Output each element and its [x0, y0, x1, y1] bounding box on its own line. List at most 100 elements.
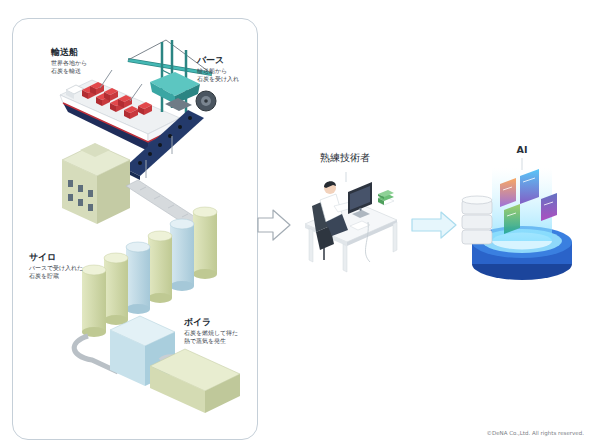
- expert-illustration-part: [365, 222, 370, 262]
- flow-arrow: [412, 212, 456, 238]
- silo-illustration-part: [148, 231, 172, 241]
- expert-illustration-part: [350, 221, 370, 230]
- expert-illustration-part: [346, 172, 347, 182]
- silo-illustration-part: [82, 270, 106, 332]
- ai-illustration-part: [462, 196, 492, 204]
- ai-node: AI: [456, 168, 575, 282]
- flow-arrow: [258, 210, 290, 240]
- ship-illustration-part: [130, 84, 142, 101]
- ship-illustration-part: [104, 88, 118, 101]
- coal-conveyor: [124, 110, 204, 180]
- ship-illustration-part: [138, 102, 152, 115]
- coal-conveyor-part: [138, 161, 142, 165]
- ai-illustration-part: [503, 187, 512, 190]
- silo-conveyor-part: [140, 187, 146, 190]
- expert-illustration-part: [326, 214, 348, 236]
- transfer-building-part: [62, 160, 97, 224]
- transfer-building-part: [68, 180, 73, 187]
- expert-illustration-part: [348, 182, 372, 214]
- ai-illustration-part: [523, 178, 535, 182]
- expert-illustration-part: [350, 186, 370, 210]
- part-note: 世界各地から 石炭を輸送: [51, 59, 93, 75]
- ship-illustration-part: [66, 90, 74, 99]
- silo-conveyor-part: [154, 196, 160, 199]
- node-heading: AI: [466, 144, 578, 156]
- ai-illustration-part: [462, 230, 492, 244]
- silo-conveyor-part: [182, 214, 188, 217]
- copyright-note: ©DeNA Co.,Ltd. All rights reserved.: [486, 430, 584, 437]
- silo-illustration-part: [104, 258, 128, 320]
- part-note: 石炭を燃焼して得た 熱で蒸気を発生: [184, 329, 242, 345]
- expert-illustration-part: [347, 220, 397, 246]
- transfer-building-part: [78, 199, 83, 206]
- ai-illustration-part: [504, 204, 520, 234]
- transfer-building: [62, 143, 130, 224]
- illustration-panel: 輸送船世界各地から 石炭を輸送バース輸送船から 石炭を受け入れサイロバースで受け…: [12, 18, 258, 440]
- expert-illustration-part: [352, 210, 370, 218]
- part-note: バースで受け入れた 石炭を貯蔵: [29, 264, 87, 280]
- silo-conveyor-part: [168, 205, 174, 208]
- part-note: 輸送船から 石炭を受け入れ: [197, 67, 245, 83]
- expert-illustration-part: [324, 181, 336, 188]
- expert-illustration-part: [343, 244, 347, 272]
- silo-illustration-part: [170, 281, 194, 291]
- berth-callout: バース輸送船から 石炭を受け入れ: [151, 51, 251, 121]
- transfer-building-part: [78, 185, 83, 192]
- expert-illustration: [305, 172, 397, 272]
- berth-crane-illustration-part: [201, 96, 211, 106]
- silo-illustration-part: [126, 242, 150, 252]
- expert-illustration-part: [323, 240, 325, 260]
- coal-conveyor-part: [178, 125, 182, 129]
- ship-illustration-part: [118, 95, 132, 108]
- transfer-building-part: [68, 194, 73, 201]
- coal-conveyor-part: [158, 143, 162, 147]
- ship-illustration-part: [124, 106, 138, 119]
- silo-illustration-part: [170, 219, 194, 229]
- expert-illustration-part: [378, 198, 384, 205]
- expert-illustration-part: [393, 222, 397, 252]
- boiler-callout: ボイラ石炭を燃焼して得た 熱で蒸気を発生: [96, 313, 246, 413]
- boiler-illustration-part: [205, 374, 240, 413]
- silo-illustration-part: [193, 269, 217, 279]
- expert-node: 熟練技術者: [290, 172, 412, 278]
- ai-illustration-part: [507, 213, 516, 216]
- ai-illustration: [462, 158, 572, 280]
- silo-illustration-part: [193, 207, 217, 217]
- berth-crane-illustration-part: [204, 99, 208, 103]
- berth-crane-illustration-part: [165, 98, 192, 111]
- boiler-illustration-part: [110, 330, 145, 386]
- coal-conveyor-part: [148, 152, 152, 156]
- coal-conveyor-part: [146, 160, 147, 178]
- transfer-building-part: [80, 143, 110, 157]
- ship-illustration-part: [63, 103, 148, 151]
- coal-conveyor-part: [124, 110, 204, 176]
- ship-illustration-part: [90, 82, 104, 95]
- ship-callout: 輸送船世界各地から 石炭を輸送: [37, 43, 177, 135]
- coal-conveyor-part: [188, 116, 192, 120]
- silo-illustration: [82, 207, 217, 337]
- berth-crane-illustration-part: [196, 91, 216, 111]
- silo-illustration-part: [148, 293, 172, 303]
- transfer-building-part: [88, 190, 93, 197]
- silo-illustration-part: [126, 304, 150, 314]
- ai-illustration-part: [520, 169, 539, 204]
- ship-illustration-part: [100, 70, 112, 88]
- ai-illustration-part: [544, 202, 553, 205]
- node-heading: 熟練技術者: [290, 152, 400, 164]
- silo-illustration-part: [126, 247, 150, 309]
- berth-crane-illustration-part: [150, 82, 175, 104]
- transfer-building-part: [97, 160, 130, 224]
- transfer-building-part: [88, 204, 93, 211]
- part-heading: 輸送船: [51, 47, 78, 58]
- part-heading: ボイラ: [184, 317, 211, 328]
- silo-illustration-part: [82, 265, 106, 275]
- expert-illustration-part: [309, 228, 313, 262]
- boiler-illustration-part: [150, 366, 205, 413]
- silo-illustration-part: [104, 253, 128, 263]
- ai-illustration-part: [500, 178, 516, 207]
- coal-conveyor-part: [168, 134, 172, 138]
- silo-illustration-part: [148, 236, 172, 298]
